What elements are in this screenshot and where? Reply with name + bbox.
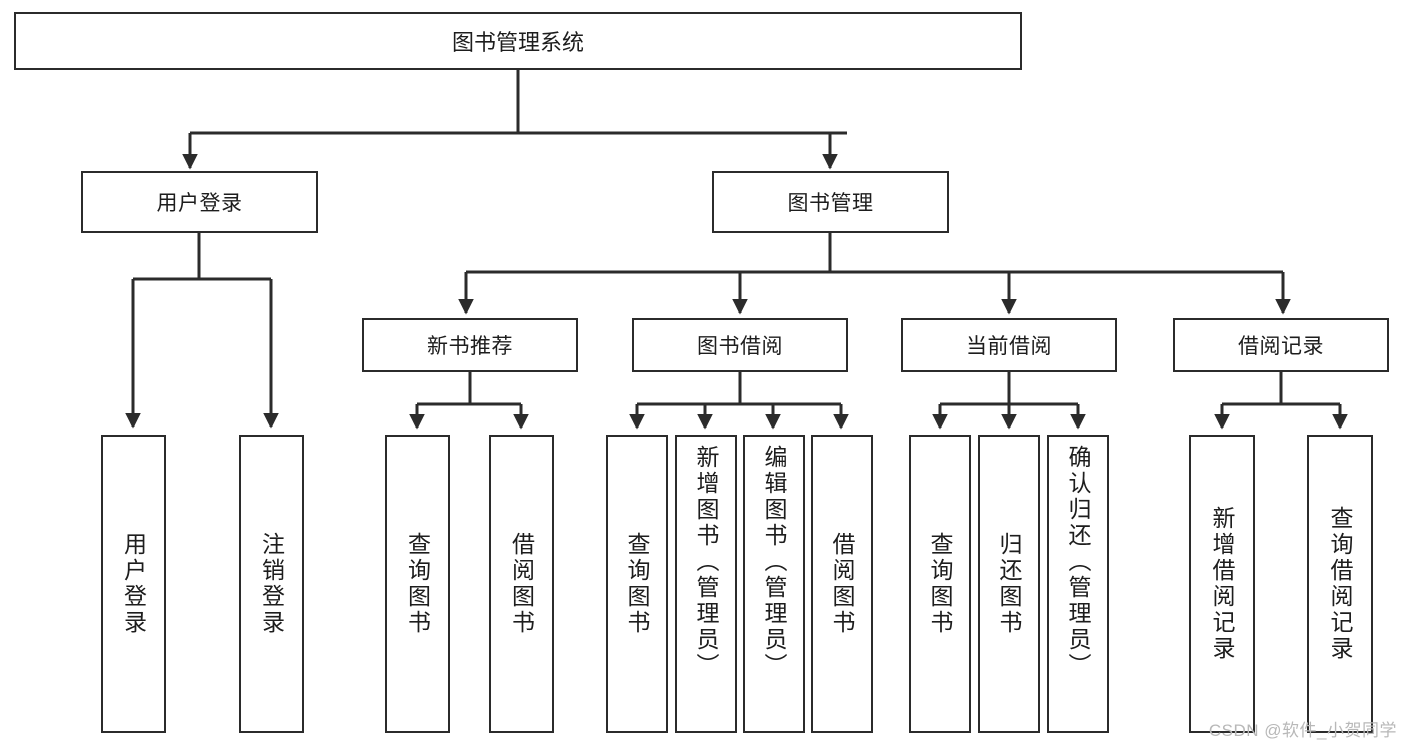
leaf-user-login[interactable]: 用户登录 <box>101 435 166 733</box>
node-label: 图书管理系统 <box>451 30 584 55</box>
leaf-query-book-bb[interactable]: 查询图书 <box>606 435 668 733</box>
node-label: 当前借阅 <box>966 335 1052 358</box>
node-root-book-management-system[interactable]: 图书管理系统 <box>14 12 1022 70</box>
leaf-label: 查询图书 <box>404 532 431 636</box>
node-book-management[interactable]: 图书管理 <box>712 171 949 233</box>
leaf-label: 借阅图书 <box>829 532 856 636</box>
leaf-label: 查询图书 <box>927 532 954 636</box>
node-label: 图书管理 <box>787 192 874 215</box>
leaf-logout-login[interactable]: 注销登录 <box>239 435 304 733</box>
leaf-label: 新增借阅记录 <box>1209 506 1236 662</box>
node-new-book-recommend[interactable]: 新书推荐 <box>362 318 578 372</box>
leaf-borrow-book-nbr[interactable]: 借阅图书 <box>489 435 554 733</box>
leaf-query-borrow-record[interactable]: 查询借阅记录 <box>1307 435 1373 733</box>
leaf-label: 用户登录 <box>120 532 147 636</box>
leaf-label: 查询借阅记录 <box>1327 506 1354 662</box>
leaf-borrow-book-bb[interactable]: 借阅图书 <box>811 435 873 733</box>
leaf-label: 查询图书 <box>624 532 651 636</box>
leaf-label: 注销登录 <box>258 532 285 636</box>
leaf-query-book-cb[interactable]: 查询图书 <box>909 435 971 733</box>
leaf-edit-book-admin[interactable]: 编辑图书（管理员） <box>743 435 805 733</box>
leaf-add-book-admin[interactable]: 新增图书（管理员） <box>675 435 737 733</box>
leaf-query-book-nbr[interactable]: 查询图书 <box>385 435 450 733</box>
leaf-label: 编辑图书（管理员） <box>761 445 788 679</box>
leaf-label: 确认归还（管理员） <box>1065 445 1092 679</box>
node-book-borrow[interactable]: 图书借阅 <box>632 318 848 372</box>
node-label: 新书推荐 <box>427 335 513 358</box>
node-label: 图书借阅 <box>697 335 783 358</box>
leaf-label: 归还图书 <box>996 532 1023 636</box>
leaf-add-borrow-record[interactable]: 新增借阅记录 <box>1189 435 1255 733</box>
node-label: 借阅记录 <box>1238 335 1324 358</box>
node-current-borrow[interactable]: 当前借阅 <box>901 318 1117 372</box>
node-borrow-record[interactable]: 借阅记录 <box>1173 318 1389 372</box>
leaf-label: 新增图书（管理员） <box>693 445 720 679</box>
csdn-watermark: CSDN @软件_小贺同学 <box>1208 721 1397 740</box>
node-user-login[interactable]: 用户登录 <box>81 171 318 233</box>
node-label: 用户登录 <box>156 192 243 215</box>
leaf-return-book[interactable]: 归还图书 <box>978 435 1040 733</box>
leaf-label: 借阅图书 <box>508 532 535 636</box>
leaf-confirm-return-admin[interactable]: 确认归还（管理员） <box>1047 435 1109 733</box>
